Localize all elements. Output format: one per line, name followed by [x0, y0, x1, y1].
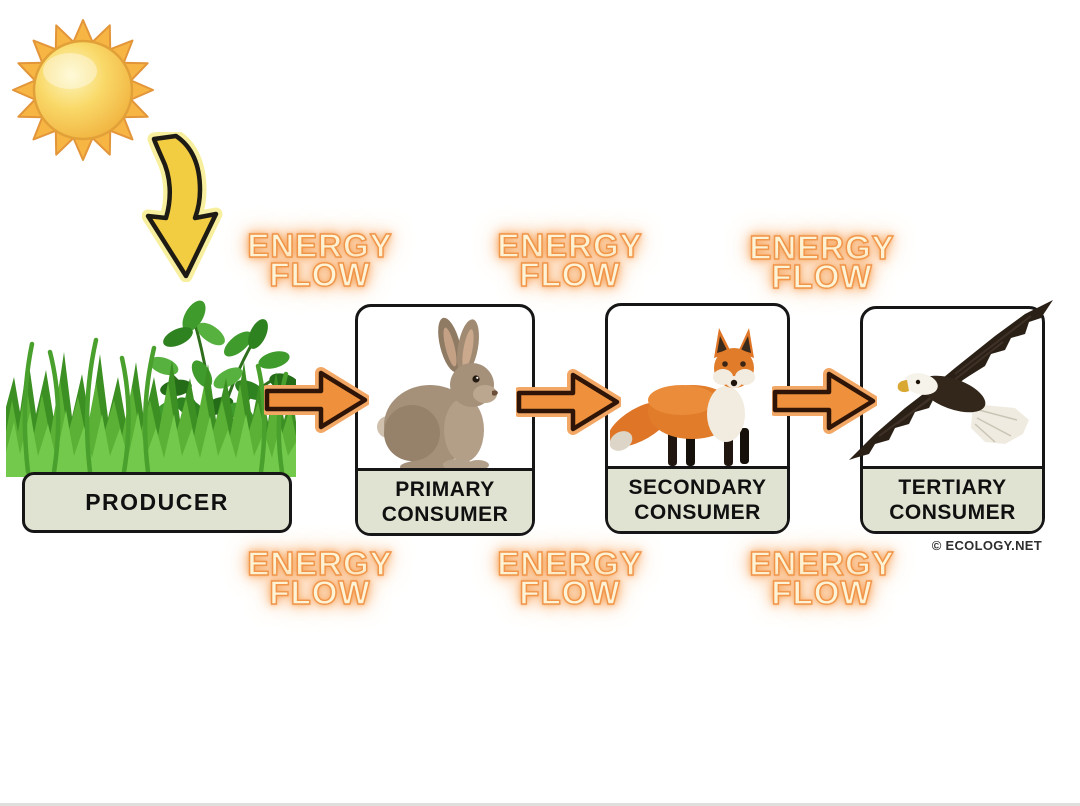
energy-flow-line1: ENERGY	[749, 545, 895, 582]
energy-flow-line1: ENERGY	[497, 227, 643, 264]
energy-flow-label-bottom-3: ENERGY FLOW	[734, 545, 910, 611]
energy-flow-label-bottom-1: ENERGY FLOW	[232, 545, 408, 611]
flow-arrow-icon-1	[264, 367, 369, 433]
eagle-icon	[849, 300, 1053, 460]
label-line1: TERTIARY	[898, 476, 1007, 499]
energy-flow-line2: FLOW	[771, 258, 873, 295]
stage-label-producer: PRODUCER	[22, 472, 292, 533]
producer-label-text: PRODUCER	[85, 489, 229, 515]
label-line2: CONSUMER	[634, 501, 761, 524]
stage-box-primary-consumer: PRIMARY CONSUMER	[355, 304, 535, 536]
sun-icon	[12, 19, 154, 161]
bottom-edge-line	[0, 803, 1080, 806]
label-line2: CONSUMER	[381, 503, 509, 526]
grass-icon	[6, 300, 296, 477]
label-line1: PRIMARY	[395, 478, 495, 501]
rabbit-icon	[377, 317, 498, 473]
sunlight-arrow-icon	[142, 132, 223, 282]
stage-label-primary-consumer: PRIMARY CONSUMER	[358, 468, 532, 533]
energy-flow-line1: ENERGY	[247, 545, 393, 582]
energy-flow-line2: FLOW	[519, 256, 621, 293]
energy-flow-label-top-3: ENERGY FLOW	[734, 229, 910, 295]
energy-flow-label-top-1: ENERGY FLOW	[232, 227, 408, 293]
energy-flow-line2: FLOW	[771, 574, 873, 611]
label-line2: CONSUMER	[889, 501, 1016, 524]
energy-flow-line1: ENERGY	[497, 545, 643, 582]
energy-flow-label-bottom-2: ENERGY FLOW	[482, 545, 658, 611]
flow-arrow-icon-2	[516, 369, 621, 435]
stage-label-secondary-consumer: SECONDARY CONSUMER	[608, 466, 787, 531]
stage-box-secondary-consumer: SECONDARY CONSUMER	[605, 303, 790, 534]
fox-icon	[610, 328, 755, 466]
energy-flow-label-top-2: ENERGY FLOW	[482, 227, 658, 293]
label-line1: SECONDARY	[628, 476, 767, 499]
energy-flow-line2: FLOW	[519, 574, 621, 611]
energy-flow-line2: FLOW	[269, 256, 371, 293]
energy-flow-line1: ENERGY	[247, 227, 393, 264]
flow-arrow-icon-3	[772, 368, 877, 434]
energy-flow-line1: ENERGY	[749, 229, 895, 266]
energy-flow-line2: FLOW	[269, 574, 371, 611]
watermark: © ECOLOGY.NET	[931, 538, 1042, 553]
stage-label-tertiary-consumer: TERTIARY CONSUMER	[863, 466, 1042, 531]
